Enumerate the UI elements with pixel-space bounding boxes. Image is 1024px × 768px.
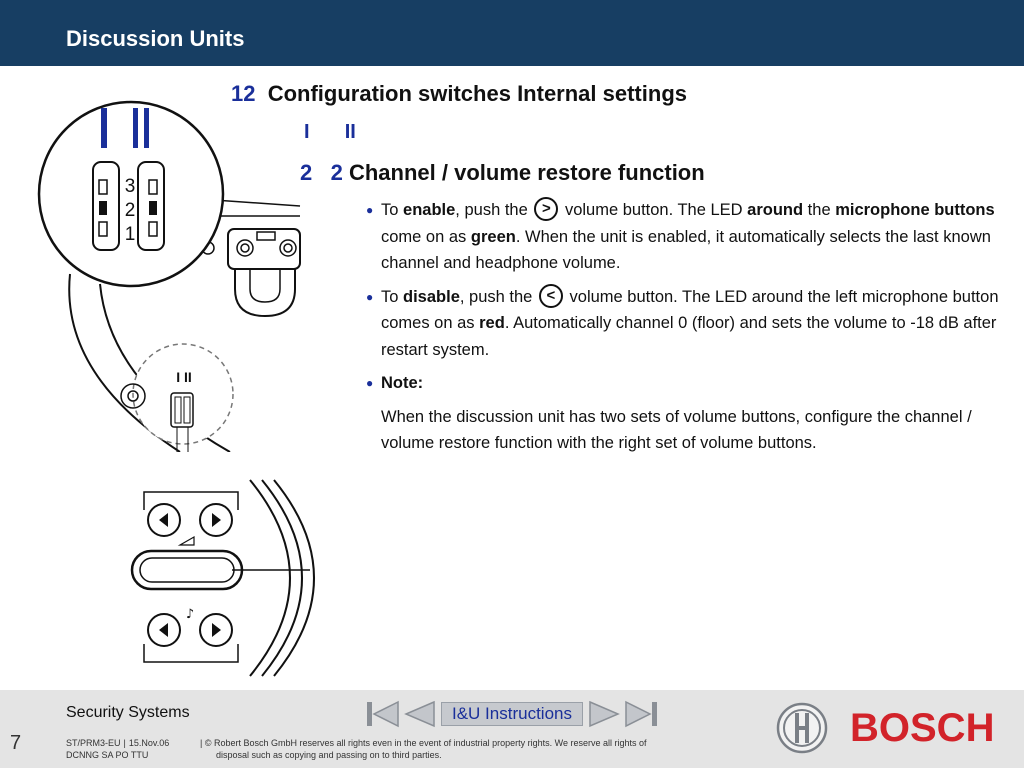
switch-position-1: 1	[125, 224, 136, 245]
section-heading: 12 Configuration switches Internal setti…	[231, 81, 687, 107]
sub-number-1: 2	[300, 160, 313, 185]
section-number: 12	[231, 81, 256, 106]
instructions-link[interactable]: I&U Instructions	[441, 702, 583, 726]
header-bar: Discussion Units	[0, 0, 1024, 66]
switch-position-2: 2	[125, 200, 136, 221]
footer-legal: | © Robert Bosch GmbH reserves all right…	[200, 738, 647, 760]
switch-labels: I II	[304, 121, 356, 144]
sub-heading: 2 2 Channel / volume restore function	[300, 160, 705, 186]
sub-title: Channel / volume restore function	[348, 160, 705, 185]
page-number: 7	[10, 732, 22, 754]
bullet-dot: ●	[366, 376, 374, 390]
headphone-icon: ♪	[186, 607, 194, 622]
unit-internal-diagram: 3 2 1 I II	[37, 100, 301, 452]
volume-left-symbol: <	[538, 283, 563, 308]
bullet-list: ● To enable, push the > volume button. T…	[366, 197, 1002, 457]
sub-number-2: 2	[330, 160, 343, 185]
switch-label-2: II	[344, 121, 356, 143]
switch-position-3: 3	[125, 176, 136, 197]
bosch-wordmark: BOSCH	[850, 706, 995, 750]
volume-right-symbol: >	[534, 197, 559, 222]
bullet-dot: ●	[366, 203, 374, 217]
detail-switch-label: I II	[176, 369, 192, 385]
volume-buttons-diagram: ♪	[130, 479, 315, 677]
first-page-icon[interactable]	[366, 700, 400, 728]
previous-page-icon[interactable]	[404, 700, 436, 728]
connector-block	[227, 228, 301, 318]
next-page-icon[interactable]	[588, 700, 620, 728]
last-page-icon[interactable]	[624, 700, 658, 728]
page-title: Discussion Units	[66, 26, 245, 51]
bullet-enable: ● To enable, push the > volume button. T…	[366, 197, 1002, 277]
footer: Security Systems 7 ST/PRM3-EU|15.Nov.06 …	[0, 690, 1024, 768]
note-text: When the discussion unit has two sets of…	[381, 407, 972, 453]
note-label: Note:	[381, 374, 424, 392]
section-title: Configuration switches Internal settings	[267, 81, 687, 106]
bullet-dot: ●	[366, 289, 374, 304]
footer-code: ST/PRM3-EU|15.Nov.06 DCNNG SA PO TTU	[66, 738, 170, 760]
switch-label-1: I	[304, 121, 310, 143]
bullet-disable: ● To disable, push the < volume button. …	[366, 283, 1002, 364]
bosch-armature-icon	[776, 702, 828, 754]
footer-company: Security Systems	[66, 704, 190, 721]
bosch-logo: BOSCH	[776, 702, 1006, 756]
bullet-note: ● Note:	[366, 370, 1002, 397]
